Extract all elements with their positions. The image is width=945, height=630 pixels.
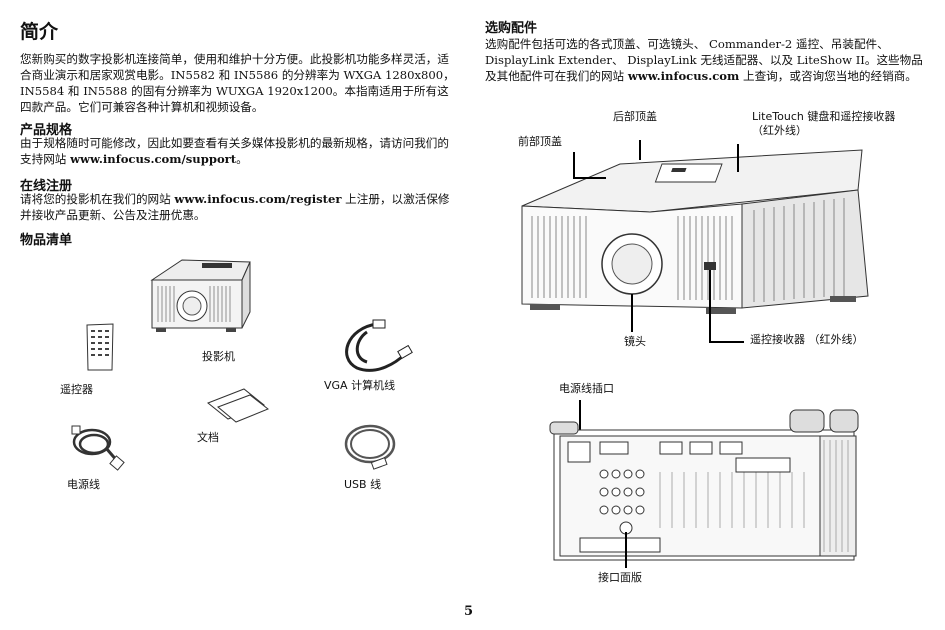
power-cord-label: 电源线 bbox=[67, 478, 100, 491]
vga-cable-illustration bbox=[337, 318, 413, 378]
page-title: 简介 bbox=[20, 21, 59, 43]
projector-illustration bbox=[142, 250, 254, 338]
spec-text: 由于规格随时可能修改，因此如要查看有关多媒体投影机的最新规格，请访问我们的支持网… bbox=[20, 136, 449, 166]
connector-panel-callout: 接口面版 bbox=[598, 571, 642, 584]
spec-text-end: 。 bbox=[236, 152, 248, 166]
projector-label: 投影机 bbox=[202, 350, 235, 363]
documents-illustration bbox=[204, 385, 270, 423]
spec-paragraph: 由于规格随时可能修改，因此如要查看有关多媒体投影机的最新规格，请访问我们的支持网… bbox=[20, 135, 460, 167]
power-socket-callout: 电源线插口 bbox=[559, 382, 614, 395]
support-link[interactable]: www.infocus.com/support bbox=[70, 152, 237, 166]
vga-cable-label: VGA 计算机线 bbox=[324, 379, 396, 392]
contents-heading: 物品清单 bbox=[20, 233, 73, 248]
page-number: 5 bbox=[464, 604, 474, 619]
lens-callout: 镜头 bbox=[624, 335, 646, 348]
documents-label: 文档 bbox=[197, 431, 219, 444]
register-text: 请将您的投影机在我们的网站 bbox=[20, 192, 175, 206]
register-heading: 在线注册 bbox=[20, 179, 73, 194]
front-cover-callout: 前部顶盖 bbox=[518, 135, 562, 148]
power-cord-illustration bbox=[66, 418, 126, 474]
rear-cover-callout: 后部顶盖 bbox=[613, 110, 657, 123]
rear-panel-diagram bbox=[540, 396, 880, 572]
ir-receiver-callout: 遥控接收器 （红外线） bbox=[750, 333, 864, 346]
register-text-end: 上注册，以激活保修并接收产品更新、公告及注册优惠。 bbox=[20, 192, 450, 222]
spec-heading: 产品规格 bbox=[20, 123, 73, 138]
register-link[interactable]: www.infocus.com/register bbox=[174, 192, 342, 206]
accessories-text: 选购配件包括可选的各式顶盖、可选镜头、 Commander-2 遥控、吊装配件、… bbox=[485, 37, 923, 83]
projector-front-diagram bbox=[510, 120, 890, 350]
register-paragraph: 请将您的投影机在我们的网站 www.infocus.com/register 上… bbox=[20, 191, 450, 223]
infocus-link[interactable]: www.infocus.com bbox=[627, 69, 740, 83]
litetouch-callout: LiteTouch 键盘和遥控接收器（红外线） bbox=[752, 110, 896, 137]
accessories-text-end: 上查询，或咨询您当地的经销商。 bbox=[739, 69, 917, 83]
remote-illustration bbox=[84, 322, 116, 372]
usb-cable-illustration bbox=[338, 418, 404, 474]
usb-cable-label: USB 线 bbox=[344, 478, 382, 491]
intro-paragraph: 您新购买的数字投影机连接简单，使用和维护十分方便。此投影机功能多样灵活，适合商业… bbox=[20, 52, 455, 114]
accessories-heading: 选购配件 bbox=[485, 21, 538, 36]
accessories-paragraph: 选购配件包括可选的各式顶盖、可选镜头、 Commander-2 遥控、吊装配件、… bbox=[485, 36, 925, 84]
remote-label: 遥控器 bbox=[60, 383, 93, 396]
